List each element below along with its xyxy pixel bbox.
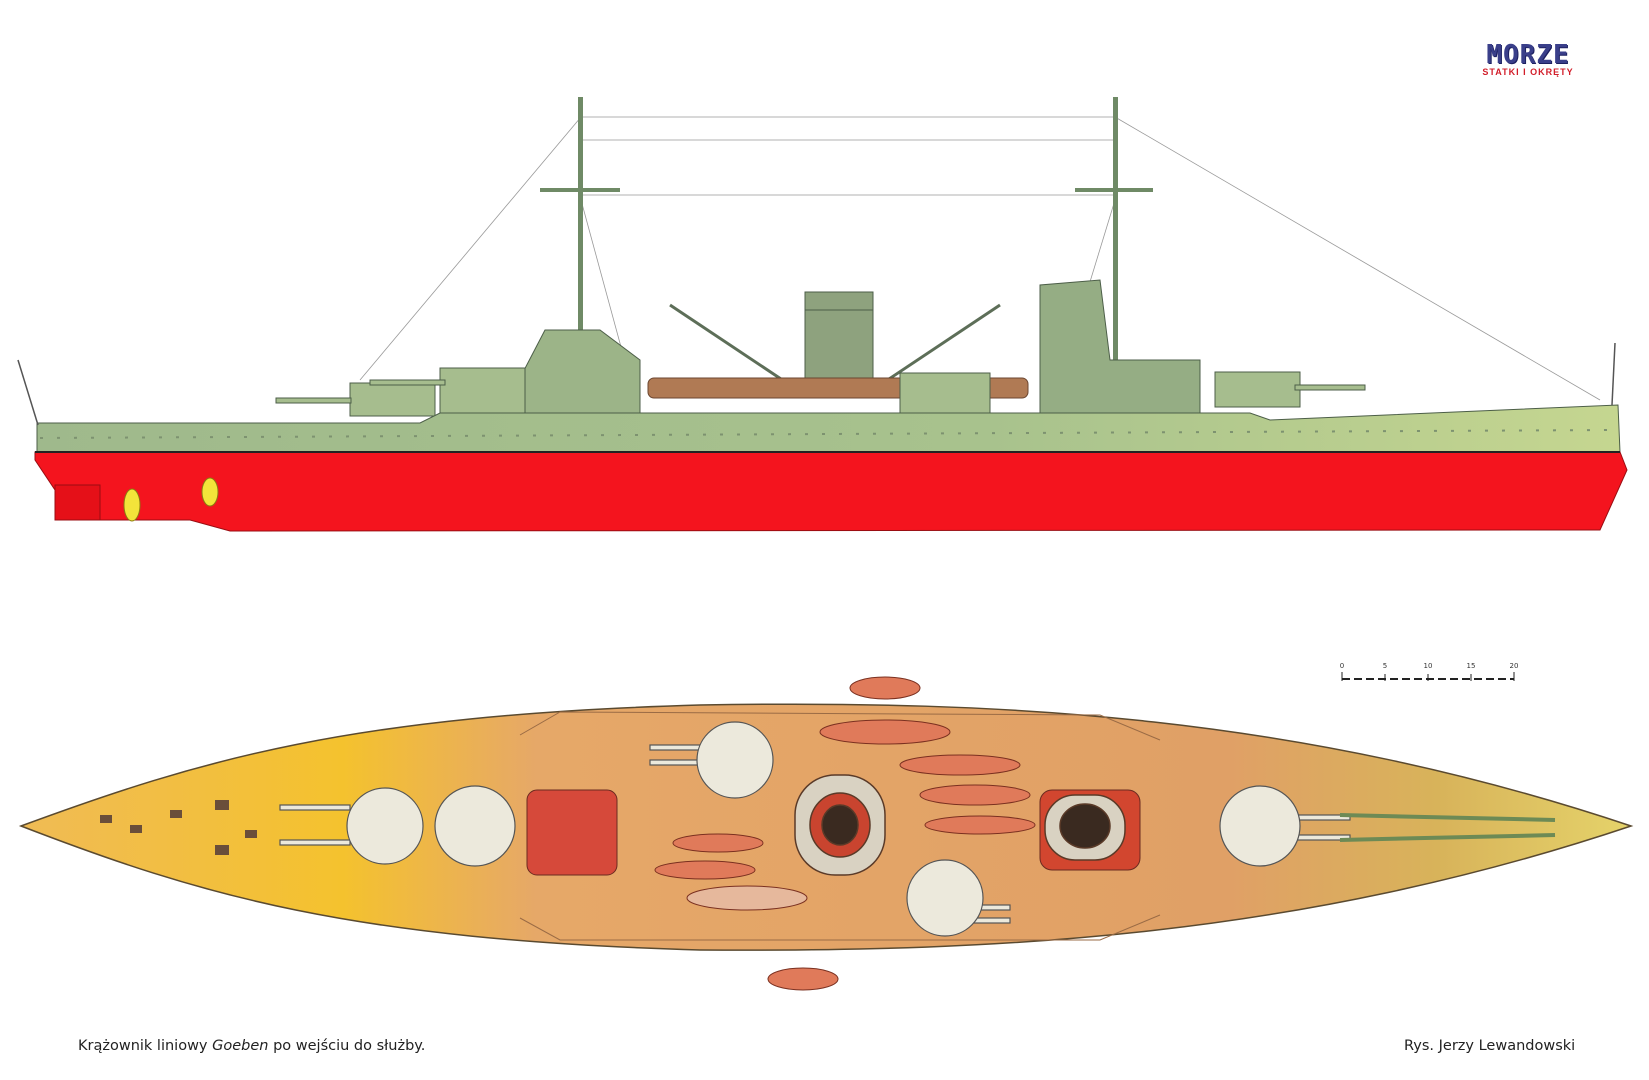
upper-hull [36, 404, 1621, 453]
ship-name: Goeben [212, 1038, 269, 1054]
scale-bar [1341, 672, 1515, 681]
fore-mast [578, 97, 583, 377]
scale-label: 20 [1509, 662, 1519, 670]
main-mast [1113, 97, 1118, 377]
hatches [100, 800, 257, 855]
scale-label: 5 [1382, 662, 1388, 670]
hull-below-waterline [34, 451, 1628, 532]
main-yard [1075, 188, 1153, 192]
scale-label: 10 [1423, 662, 1433, 670]
figure-caption: Krążownik liniowy Goeben po wejściu do s… [78, 1038, 425, 1054]
turret-b-side [439, 367, 526, 414]
jack-staff [1611, 342, 1616, 406]
boats-top [654, 676, 1036, 991]
turret-a-top [279, 787, 424, 865]
turret-p-side [899, 372, 991, 414]
turret-x-side [1214, 371, 1301, 408]
side-view [17, 97, 1628, 532]
aft-bridge [1039, 279, 1201, 421]
stern-staff [17, 359, 39, 426]
funnels-top [794, 774, 1126, 876]
rigging [359, 116, 1601, 401]
gun-barrel [275, 397, 352, 404]
turret-starboard-top [906, 859, 1011, 937]
turret-a-side [349, 382, 436, 417]
logo-subtitle: STATKI I OKRĘTY [1482, 67, 1574, 77]
artist-credit: Rys. Jerzy Lewandowski [1404, 1038, 1576, 1054]
gun-barrel [369, 379, 446, 386]
propellers [123, 477, 219, 522]
gun-barrel [1294, 384, 1366, 391]
caption-suffix: po wejściu do służby. [268, 1038, 426, 1054]
turret-b-top [434, 785, 516, 867]
publisher-logo: MORZE STATKI I OKRĘTY [1472, 40, 1584, 77]
scale-label: 0 [1339, 662, 1345, 670]
caption-prefix: Krążownik liniowy [78, 1038, 213, 1054]
boat-cranes [669, 303, 1001, 387]
fore-yard [540, 188, 620, 192]
funnel [804, 291, 874, 388]
top-view [18, 676, 1634, 991]
scale-label: 15 [1466, 662, 1476, 670]
turret-x-top [1219, 785, 1351, 867]
fore-bridge [519, 329, 641, 421]
rudder [54, 484, 101, 521]
fore-bridge-top [526, 789, 618, 876]
turret-port-top [649, 721, 774, 799]
logo-title: MORZE [1486, 40, 1570, 70]
anchor-chains [1339, 813, 1556, 842]
